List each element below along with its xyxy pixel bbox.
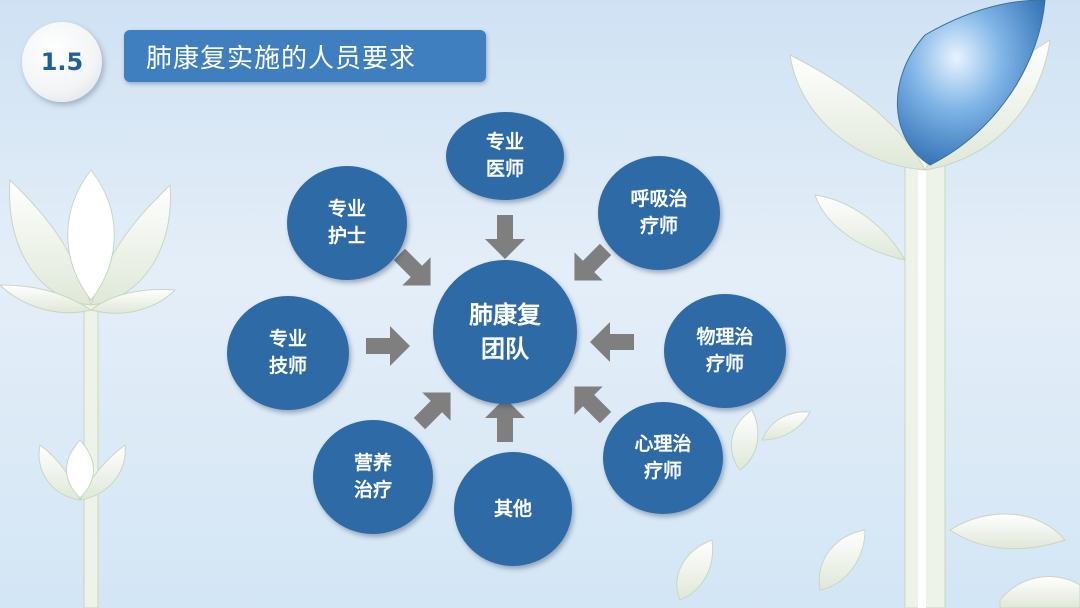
center-node-line2: 团队 — [481, 335, 529, 363]
node-nutrition-line2: 治疗 — [353, 479, 392, 501]
left-flower — [0, 169, 177, 608]
node-respiratory-line1: 呼吸治 — [630, 188, 688, 210]
left-small-flower — [38, 439, 126, 501]
node-doctor-line2: 医师 — [485, 158, 524, 180]
node-respiratory-therapist: 呼吸治 疗师 — [598, 156, 720, 270]
node-other-line1: 其他 — [493, 497, 532, 520]
arrow-from-doctor — [485, 215, 525, 259]
node-nurse-line1: 专业 — [327, 198, 366, 220]
node-physical-therapist: 物理治 疗师 — [664, 294, 786, 408]
node-technician: 专业 技师 — [227, 296, 349, 410]
node-nurse-line2: 护士 — [327, 225, 366, 247]
arrow-from-nurse — [393, 248, 431, 286]
node-doctor: 专业 医师 — [446, 112, 564, 200]
arrow-from-other — [485, 398, 525, 442]
node-other: 其他 — [454, 452, 572, 566]
arrow-from-nutrition — [413, 392, 451, 430]
node-psychotherapist: 心理治 疗师 — [603, 402, 723, 514]
node-physical-line2: 疗师 — [705, 353, 744, 375]
node-nutritionist: 营养 治疗 — [313, 420, 433, 534]
node-nurse: 专业 护士 — [287, 166, 407, 280]
page-title: 肺康复实施的人员要求 — [146, 43, 417, 74]
arrow-from-respiratory — [574, 243, 612, 281]
node-respiratory-line2: 疗师 — [639, 215, 678, 237]
node-psych-line2: 疗师 — [643, 460, 682, 482]
title-bar: 肺康复实施的人员要求 — [124, 30, 486, 82]
node-psych-line1: 心理治 — [634, 433, 692, 455]
right-flower — [789, 0, 1051, 608]
node-nutrition-line1: 营养 — [353, 452, 392, 474]
node-physical-line1: 物理治 — [696, 326, 754, 348]
arrow-from-psych — [574, 386, 612, 424]
falling-petals — [676, 409, 1080, 608]
arrow-from-technician — [366, 326, 410, 366]
node-technician-line2: 技师 — [268, 355, 307, 377]
node-technician-line1: 专业 — [268, 328, 307, 350]
center-node-line1: 肺康复 — [469, 301, 541, 329]
node-doctor-line1: 专业 — [485, 131, 524, 153]
section-number-badge: 1.5 — [22, 22, 102, 102]
center-node-rehab-team: 肺康复 团队 — [433, 260, 577, 404]
arrow-from-physical — [590, 322, 634, 362]
section-number: 1.5 — [40, 48, 84, 76]
